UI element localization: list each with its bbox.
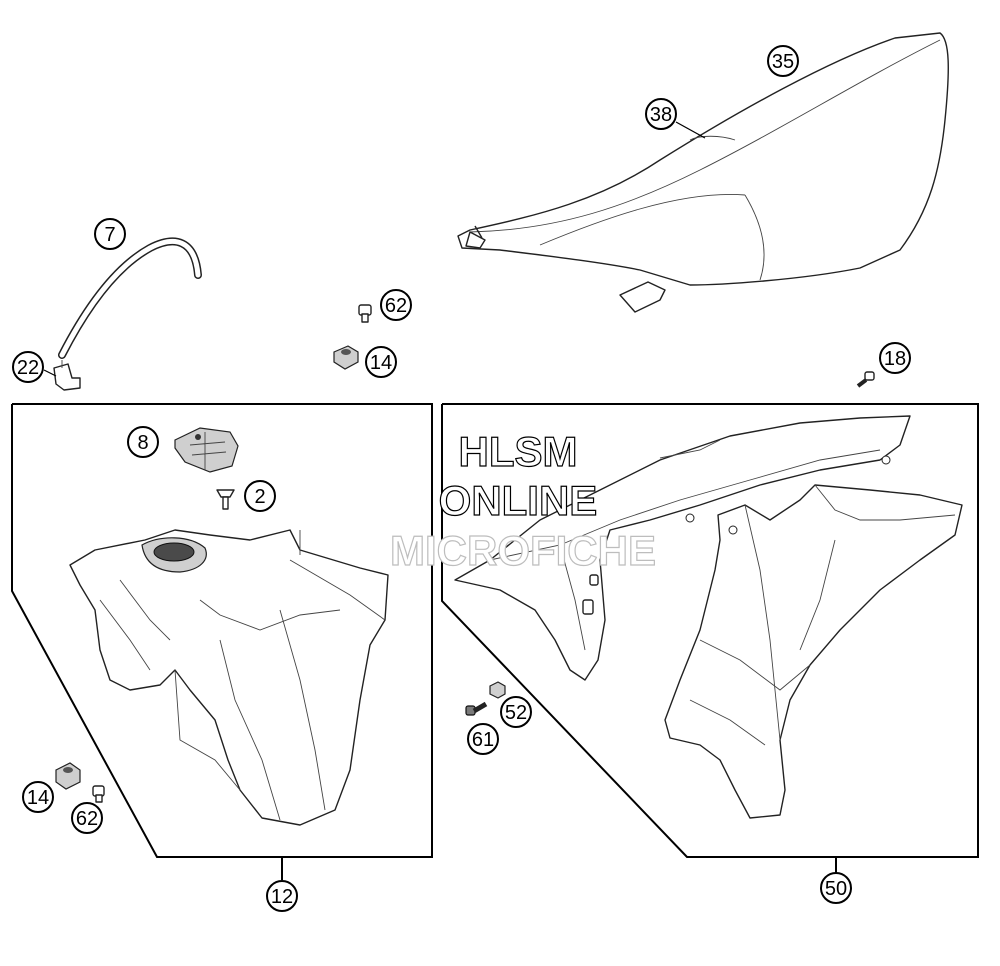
watermark: HLSM ONLINE MICROFICHE <box>389 427 656 574</box>
callout-52[interactable]: 52 <box>500 696 532 728</box>
svg-text:22: 22 <box>17 357 39 379</box>
svg-text:12: 12 <box>271 886 293 908</box>
bushing-14-bottom <box>55 762 81 790</box>
nut-52 <box>489 681 506 699</box>
callout-22[interactable]: 22 <box>12 351 44 383</box>
callout-12[interactable]: 12 <box>266 880 298 912</box>
tank-group-frame <box>11 403 433 858</box>
screw-62-top <box>358 304 372 323</box>
callout-61[interactable]: 61 <box>467 723 499 755</box>
svg-text:35: 35 <box>772 51 794 73</box>
callout-14-top[interactable]: 14 <box>365 346 397 378</box>
svg-text:7: 7 <box>104 224 115 246</box>
watermark-line1: HLSM <box>459 428 578 475</box>
screw-18 <box>856 371 875 388</box>
callout-8[interactable]: 8 <box>127 426 159 458</box>
svg-text:8: 8 <box>137 432 148 454</box>
screw-2 <box>216 489 235 510</box>
svg-text:14: 14 <box>27 787 49 809</box>
screw-62-bottom <box>92 785 105 803</box>
watermark-line3: MICROFICHE <box>390 527 656 574</box>
callout-14-bottom[interactable]: 14 <box>22 781 54 813</box>
seat-part <box>457 32 949 313</box>
fuel-tank-part <box>69 529 389 826</box>
screw-61 <box>465 701 488 716</box>
callout-50[interactable]: 50 <box>820 872 852 904</box>
spoiler-group-frame <box>441 403 979 858</box>
watermark-line2: ONLINE <box>439 477 598 524</box>
svg-text:14: 14 <box>370 352 392 374</box>
fuel-cap-part <box>174 427 239 473</box>
callout-35[interactable]: 35 <box>767 45 799 77</box>
left-spoiler-part <box>664 484 963 819</box>
callout-38[interactable]: 38 <box>645 98 677 130</box>
callout-62-top[interactable]: 62 <box>380 289 412 321</box>
svg-text:50: 50 <box>825 878 847 900</box>
callout-7[interactable]: 7 <box>94 218 126 250</box>
svg-text:38: 38 <box>650 104 672 126</box>
svg-text:52: 52 <box>505 702 527 724</box>
callout-18[interactable]: 18 <box>879 342 911 374</box>
callout-2[interactable]: 2 <box>244 480 276 512</box>
callout-62-bottom[interactable]: 62 <box>71 802 103 834</box>
svg-text:2: 2 <box>254 486 265 508</box>
svg-text:18: 18 <box>884 348 906 370</box>
right-spoiler-part <box>454 415 911 681</box>
svg-text:61: 61 <box>472 729 494 751</box>
hose-fitting-part <box>53 360 81 391</box>
svg-text:62: 62 <box>76 808 98 830</box>
svg-text:62: 62 <box>385 295 407 317</box>
breather-hose-part <box>58 237 202 359</box>
bushing-14-top <box>333 345 359 370</box>
